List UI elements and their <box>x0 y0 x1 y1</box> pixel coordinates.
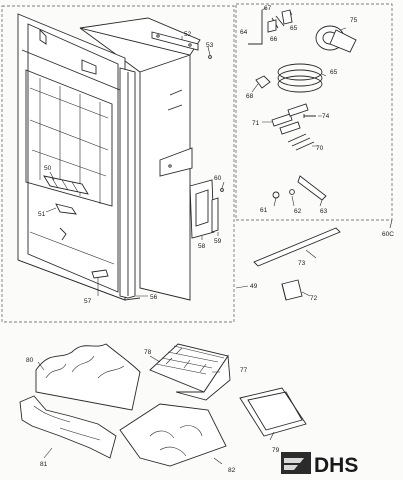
part-74-pin <box>303 114 316 118</box>
part-81-log <box>19 395 117 459</box>
dhs-logo: DHS <box>281 452 358 477</box>
part-65-hose-clamps <box>277 63 323 93</box>
part-72-block <box>281 279 303 301</box>
label-59: 59 <box>214 238 222 245</box>
part-82-ember-bag <box>119 403 227 467</box>
label-68: 68 <box>246 93 254 100</box>
part-52-bracket <box>151 31 199 51</box>
label-52: 52 <box>184 31 192 38</box>
label-51: 51 <box>38 211 46 218</box>
label-77: 77 <box>240 367 248 374</box>
side-bracket <box>159 147 193 177</box>
logo-text: DHS <box>314 454 358 477</box>
label-62: 62 <box>294 208 302 215</box>
main-assembly-boundary <box>1 5 235 323</box>
label-58: 58 <box>198 243 206 250</box>
label-73: 73 <box>298 260 306 267</box>
part-73-rod <box>253 227 341 267</box>
label-56: 56 <box>150 294 158 301</box>
label-60: 60 <box>214 175 222 182</box>
label-74: 74 <box>322 113 330 120</box>
label-72: 72 <box>310 295 318 302</box>
label-53: 53 <box>206 42 214 49</box>
label-49: 49 <box>250 283 258 290</box>
clip-part <box>59 227 67 241</box>
part-80-log <box>35 343 141 411</box>
part-61-nut <box>272 191 280 199</box>
label-71: 71 <box>252 120 260 127</box>
firebox-assembly <box>17 13 201 301</box>
label-60c: 60C <box>382 231 394 238</box>
part-68-clip <box>255 75 271 89</box>
label-57: 57 <box>84 298 92 305</box>
part-50-grate <box>43 175 89 195</box>
part-70-screws <box>287 133 315 151</box>
label-63: 63 <box>320 208 328 215</box>
part-53-screw <box>208 55 212 59</box>
part-57-handle <box>91 269 109 279</box>
part-62-washer <box>289 189 295 195</box>
part-58-panel <box>189 179 215 239</box>
label-82: 82 <box>228 467 236 474</box>
part-75-tape-roll <box>315 25 357 53</box>
label-75: 75 <box>350 17 358 24</box>
part-71-anchors <box>271 103 309 135</box>
part-51-bracket <box>55 203 77 215</box>
part-60-screw <box>220 188 224 192</box>
label-50: 50 <box>44 165 52 172</box>
label-65-clamps: 65 <box>330 69 338 76</box>
label-81: 81 <box>40 461 48 468</box>
part-59-seal <box>211 197 219 233</box>
label-80: 80 <box>26 357 34 364</box>
label-64: 64 <box>240 29 248 36</box>
label-67: 67 <box>264 5 272 12</box>
label-79: 79 <box>272 447 280 454</box>
label-65-top: 65 <box>290 25 298 32</box>
label-78: 78 <box>144 349 152 356</box>
part-79-pad <box>239 387 307 437</box>
part-64-66-67-fasteners <box>248 9 293 45</box>
label-66: 66 <box>270 36 278 43</box>
part-77-78-brick-panels <box>149 343 231 401</box>
part-63-bracket <box>297 175 327 201</box>
label-61: 61 <box>260 207 268 214</box>
label-70: 70 <box>316 145 324 152</box>
